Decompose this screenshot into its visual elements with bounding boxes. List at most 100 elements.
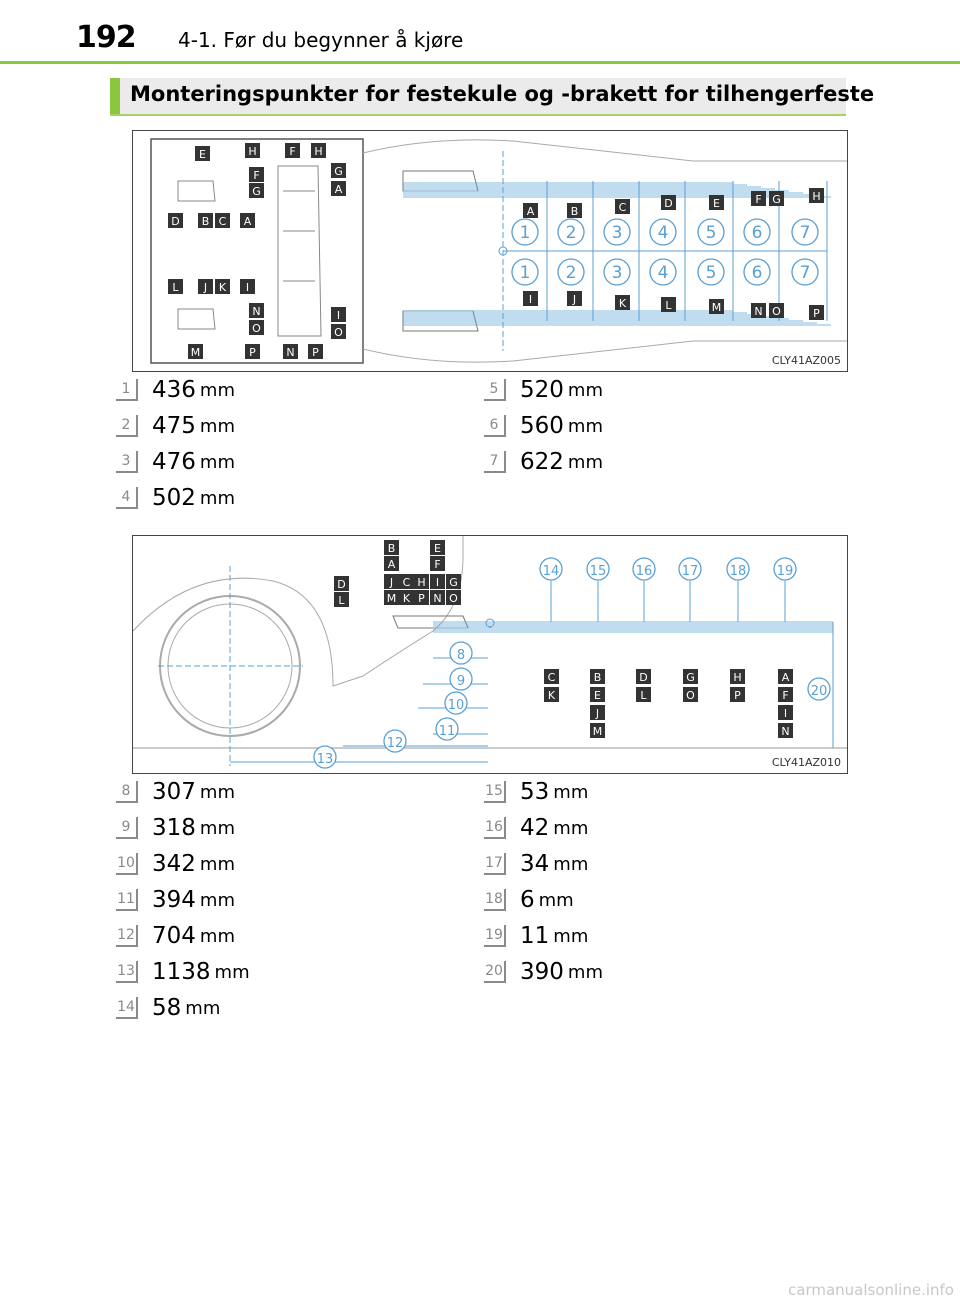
top-letter-4: E <box>713 197 720 210</box>
inset-label-18-box <box>331 307 346 322</box>
measurement-index: 7 <box>484 451 506 473</box>
measurement-index: 5 <box>484 379 506 401</box>
inset-label-0-box <box>195 146 210 161</box>
side-top-letter-2: A <box>388 558 396 571</box>
car-side-outline <box>133 536 464 687</box>
dim-number-bottom-4-circle <box>649 258 677 286</box>
inset-label-11: A <box>244 215 252 228</box>
inset-label-9: B <box>202 215 210 228</box>
stack-0-letter-1-box <box>544 687 559 702</box>
figure2-code: CLY41AZ010 <box>771 756 841 769</box>
inset-label-22-box <box>283 344 298 359</box>
stack-1-letter-0: B <box>594 671 602 684</box>
section-title: 4-1. Før du begynner å kjøre <box>178 28 464 52</box>
dim-number-10: 10 <box>448 698 465 713</box>
dim-number-bottom-7: 7 <box>800 263 811 283</box>
dim-number-11-circle <box>435 717 459 741</box>
bottom-letter-4-box <box>709 299 724 314</box>
inset-label-8-box <box>168 213 183 228</box>
stack-4-letter-1: P <box>734 689 741 702</box>
measurement-index: 14 <box>116 997 138 1019</box>
dim-number-15-circle <box>586 557 610 581</box>
dim-number-top-3: 3 <box>612 223 623 243</box>
inset-label-10: C <box>219 215 227 228</box>
dim-number-12-circle <box>383 729 407 753</box>
dim-number-15: 15 <box>590 564 607 579</box>
measurement-index: 20 <box>484 961 506 983</box>
measurement-value: 342 <box>152 851 196 877</box>
dim-number-10-circle <box>444 691 468 715</box>
side-top-letter-3: F <box>434 558 440 571</box>
measurement-index: 2 <box>116 415 138 437</box>
side-top-letter-10-box <box>446 574 461 589</box>
bottom-letter-6: O <box>772 305 781 318</box>
inset-label-21-box <box>245 344 260 359</box>
measurement-unit: mm <box>567 961 603 983</box>
stack-5-letter-3-box <box>778 723 793 738</box>
figure1-code: CLY41AZ005 <box>771 354 841 367</box>
measurement-index: 19 <box>484 925 506 947</box>
side-top-letter-13: P <box>418 592 425 605</box>
side-top-letter-4: D <box>337 578 345 591</box>
bottom-letter-4: M <box>712 301 722 314</box>
dim-number-bottom-5-circle <box>697 258 725 286</box>
measurement-index: 13 <box>116 961 138 983</box>
measurement-unit: mm <box>538 889 574 911</box>
inset-label-3-box <box>311 143 326 158</box>
side-top-letter-3-box <box>430 556 445 571</box>
section-banner: Monteringspunkter for festekule og -brak… <box>110 78 874 116</box>
inset-label-13: J <box>203 281 207 294</box>
top-letter-2-box <box>615 199 630 214</box>
stack-2-letter-0: D <box>639 671 647 684</box>
inset-label-23: P <box>312 346 319 359</box>
dim-number-17: 17 <box>682 564 699 579</box>
stack-1-letter-3-box <box>590 723 605 738</box>
side-top-letter-15: O <box>449 592 458 605</box>
side-top-letter-0: B <box>388 542 396 555</box>
measurement-value: 34 <box>520 851 550 877</box>
measurement-unit: mm <box>553 853 589 875</box>
side-top-letter-12-box <box>399 590 414 605</box>
measurement-unit: mm <box>199 451 235 473</box>
dim-number-bottom-3: 3 <box>612 263 623 283</box>
inset-label-7: A <box>335 183 343 196</box>
inset-label-2-box <box>285 143 300 158</box>
measurement-index: 3 <box>116 451 138 473</box>
stack-1-letter-3: M <box>593 725 603 738</box>
dim-number-17-circle <box>678 557 702 581</box>
car-outline <box>362 139 847 363</box>
stack-1-letter-1-box <box>590 687 605 702</box>
bottom-letter-6-box <box>769 303 784 318</box>
dim-number-19: 19 <box>777 564 794 579</box>
inset-label-12: L <box>172 281 179 294</box>
bottom-letter-7: P <box>813 307 820 320</box>
stack-4-letter-0: H <box>733 671 741 684</box>
top-letter-5: F <box>755 193 761 206</box>
inset-frame-right <box>277 165 322 337</box>
dim-number-top-4: 4 <box>658 223 669 243</box>
inset-label-3: H <box>314 145 322 158</box>
measurement-unit: mm <box>553 781 589 803</box>
stack-3-letter-0-box <box>683 669 698 684</box>
dim-number-9: 9 <box>457 674 465 689</box>
measurement-unit: mm <box>199 379 235 401</box>
inset-label-18: I <box>337 309 340 322</box>
dim-number-16: 16 <box>636 564 653 579</box>
measurement-index: 9 <box>116 817 138 839</box>
inset-label-10-box <box>215 213 230 228</box>
inset-label-22: N <box>286 346 294 359</box>
stack-5-letter-3: N <box>781 725 789 738</box>
measurement-value: 475 <box>152 413 196 439</box>
dim-number-top-5-circle <box>697 218 725 246</box>
dim-number-13-circle <box>313 745 337 769</box>
inset-label-15: I <box>246 281 249 294</box>
side-top-letter-8: H <box>417 576 425 589</box>
top-letter-1-box <box>567 203 582 218</box>
